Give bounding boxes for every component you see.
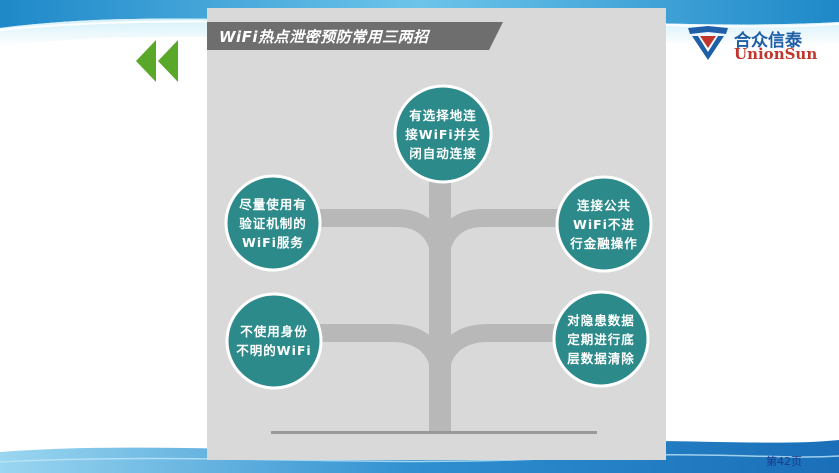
node-circle-left-upper [224, 174, 322, 272]
node-circle-top [393, 84, 493, 184]
slide-title: WiFi热点泄密预防常用三两招 [219, 28, 429, 46]
tree-branches [307, 158, 572, 433]
node-text-left-upper: 尽量使用有 验证机制的 WiFi服务 [239, 196, 307, 250]
node-text-left-lower: 不使用身份 不明的WiFi [236, 324, 312, 358]
ground-line [271, 431, 597, 434]
node-text-top: 有选择地连 接WiFi并关 闭自动连接 [405, 107, 481, 161]
title-band [207, 22, 503, 50]
tree-diagram [207, 22, 653, 434]
node-circle-right-upper [555, 175, 653, 273]
content-panel: WiFi热点泄密预防常用三两招 有选择地连 接WiFi并关 闭自动连接 尽量使用… [207, 8, 666, 460]
logo-name-en: UnionSun [734, 45, 818, 63]
node-circle-right-lower [552, 290, 650, 388]
node-text-right-lower: 对隐患数据 定期进行底 层数据清除 [567, 312, 635, 366]
logo-name-cn: 合众信泰 [734, 31, 802, 51]
page-number: 第42页 [766, 455, 802, 468]
company-logo: 合众信泰 UnionSun [686, 24, 836, 64]
back-arrows-icon[interactable] [134, 38, 184, 84]
node-text-right-upper: 连接公共 WiFi不进 行金融操作 [570, 197, 638, 251]
shield-logo-icon [688, 26, 728, 60]
node-circle-left-lower [225, 292, 323, 390]
